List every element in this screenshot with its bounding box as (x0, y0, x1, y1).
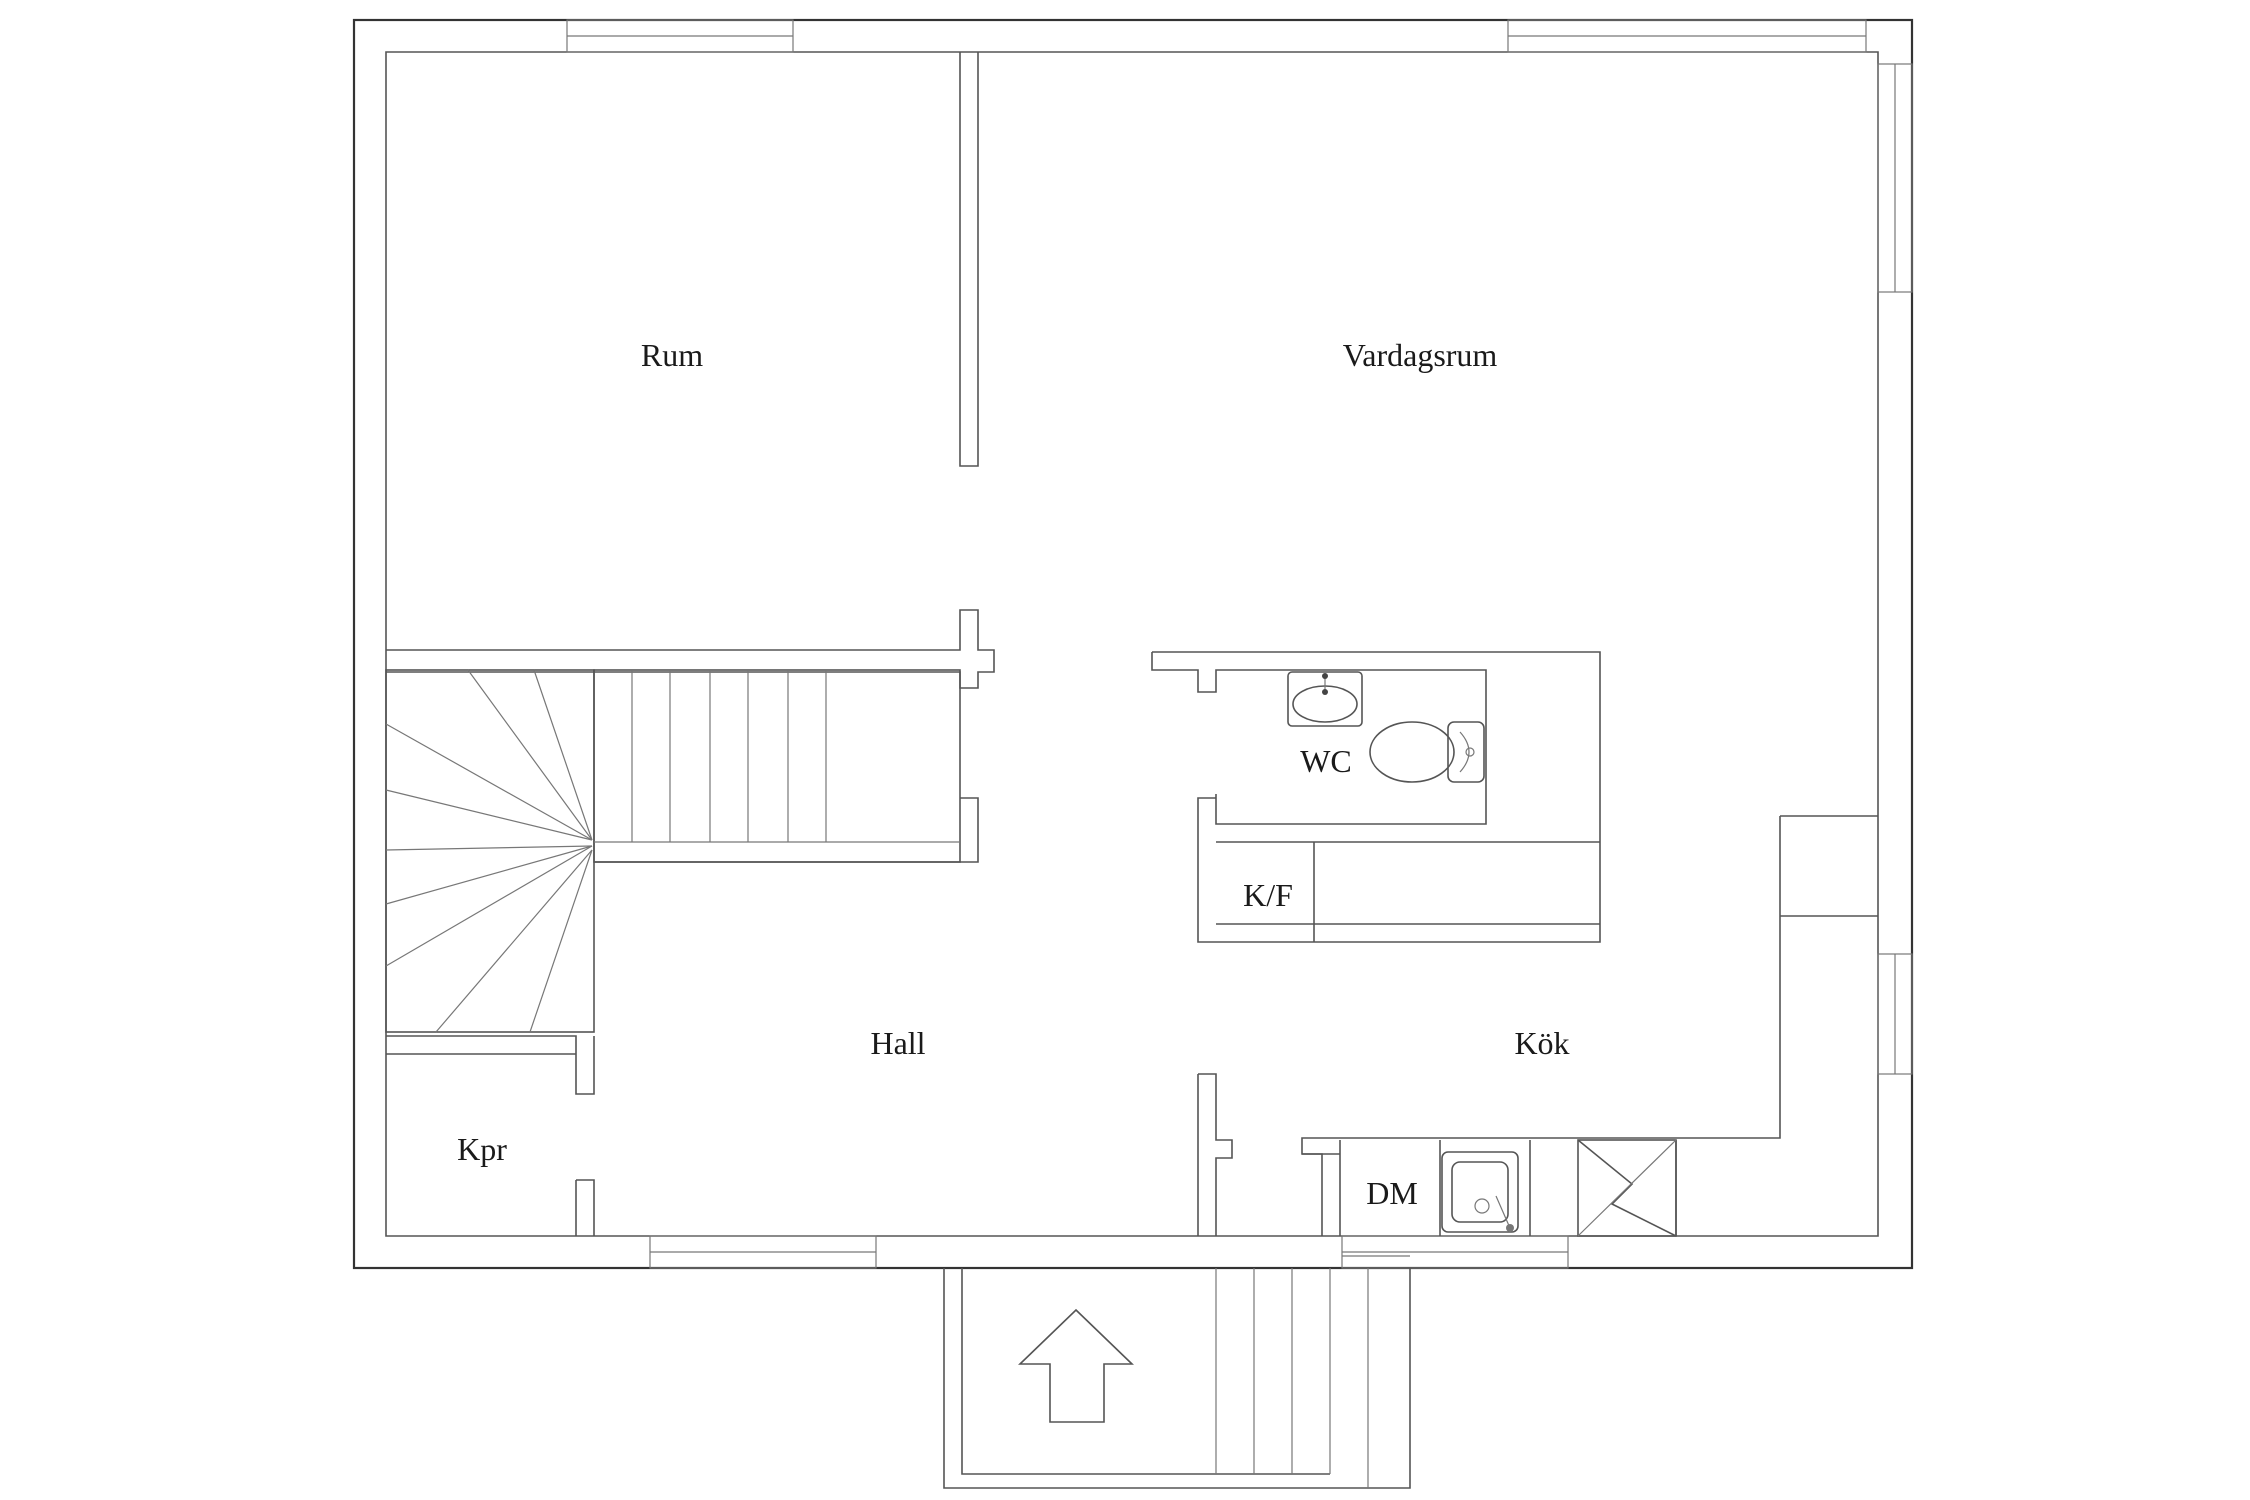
outer-walls (352, 18, 1914, 1270)
room-label-kok: Kök (1514, 1025, 1569, 1061)
room-label-kpr: Kpr (457, 1131, 507, 1167)
room-label-rum: Rum (641, 337, 703, 373)
kitchen-sink-icon (1441, 1151, 1519, 1233)
interior-walls (386, 52, 1878, 1236)
room-label-wc: WC (1300, 743, 1352, 779)
entrance (943, 1255, 1411, 1489)
stove-icon (1577, 1139, 1677, 1237)
room-label-vardagsrum: Vardagsrum (1343, 337, 1498, 373)
entrance-arrow-icon (1018, 1308, 1134, 1423)
toilet-icon (1369, 721, 1485, 783)
stairs-icon (385, 669, 961, 1033)
sink-icon (1287, 671, 1363, 727)
windows (566, 19, 1913, 1269)
room-label-dm: DM (1366, 1175, 1418, 1211)
room-label-kf: K/F (1243, 877, 1293, 913)
room-label-hall: Hall (870, 1025, 925, 1061)
